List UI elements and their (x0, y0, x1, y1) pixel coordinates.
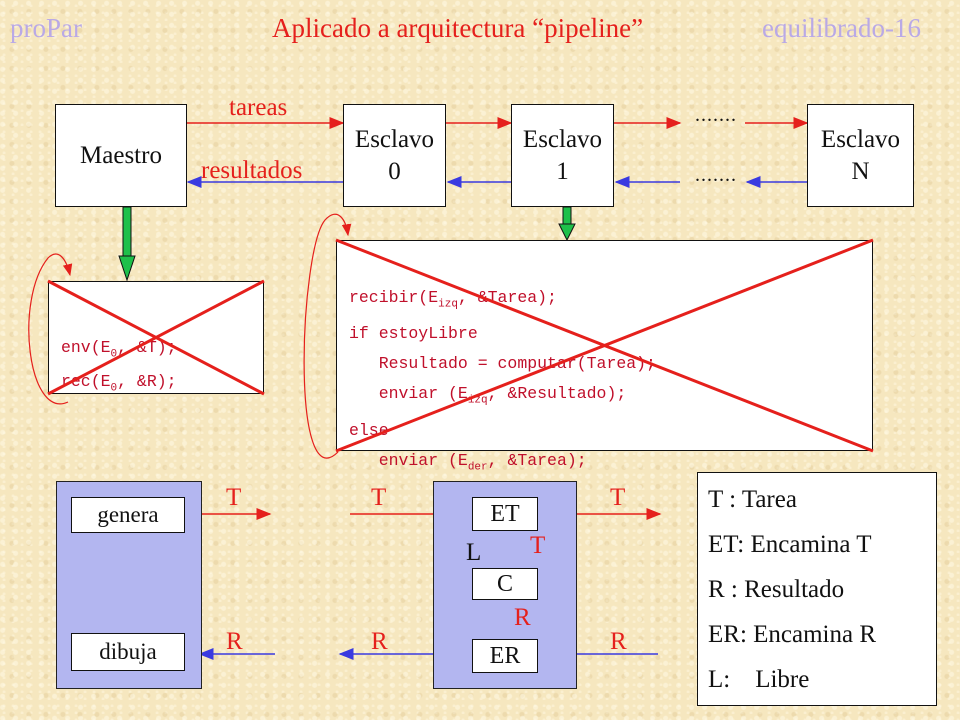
cross-big-b (335, 238, 874, 453)
et-box: ET (472, 497, 538, 531)
header-center-title: Aplicado a arquitectura “pipeline” (272, 13, 644, 43)
loop-small (28, 253, 73, 405)
esclavo-n-box: Esclavo N (807, 104, 914, 207)
label-L: L (466, 539, 482, 566)
esclavo-1-label: Esclavo (522, 125, 603, 153)
genera-box: genera (71, 497, 185, 533)
et-label: ET (490, 500, 520, 527)
c-box: C (472, 568, 538, 600)
maestro-label: Maestro (80, 141, 162, 169)
esclavo-0-label: Esclavo (354, 125, 435, 153)
code-line-computar: Resultado = computar(Tarea); (349, 354, 656, 374)
label-R-inner: R (514, 604, 531, 631)
tareas-label: tareas (229, 94, 288, 121)
label-R-in: R (610, 628, 627, 655)
legend-item-r: R : Resultado (708, 576, 845, 603)
er-label: ER (489, 642, 521, 669)
loop-big (303, 213, 352, 459)
maestro-box: Maestro (55, 104, 187, 207)
label-T-in: T (371, 484, 387, 511)
cross-small-b (47, 279, 265, 396)
esclavo-0-box: Esclavo 0 (343, 104, 446, 207)
esclavo-n-label: Esclavo (820, 125, 901, 153)
label-T-genera: T (226, 484, 242, 511)
green-arrow-maestro (118, 206, 136, 282)
dibuja-label: dibuja (99, 639, 157, 664)
er-box: ER (472, 639, 538, 673)
legend-item-t: T : Tarea (708, 486, 797, 513)
code-line-if: if estoyLibre (349, 324, 478, 344)
dots-bottom: ....... (695, 164, 737, 186)
esclavo-0-index: 0 (388, 157, 401, 185)
resultados-label: resultados (201, 157, 303, 184)
esclavo-1-index: 1 (556, 157, 569, 185)
legend-item-er: ER: Encamina R (708, 621, 877, 648)
label-R-out: R (371, 628, 388, 655)
label-T-inner: T (530, 532, 546, 559)
green-arrow-esclavo1 (558, 206, 576, 242)
c-label: C (496, 570, 513, 597)
header-right-title: equilibrado-16 (762, 13, 921, 43)
header-left-title: proPar (10, 13, 82, 43)
esclavo-1-box: Esclavo 1 (511, 104, 614, 207)
label-T-out: T (610, 484, 626, 511)
dots-top: ....... (695, 104, 737, 126)
label-R-dibuja: R (226, 628, 243, 655)
legend-box: T : Tarea ET: Encamina T R : Resultado E… (697, 472, 937, 706)
code-line-enviar-der: enviar (Eder, &Tarea); (349, 450, 587, 473)
code-line-enviar-izq: enviar (Eizq, &Resultado); (349, 384, 627, 407)
code-line-rec: rec(E0, &R); (61, 372, 177, 395)
legend-item-l: L: Libre (708, 666, 810, 693)
esclavo-n-index: N (851, 157, 870, 185)
dibuja-box: dibuja (71, 633, 185, 671)
legend-item-et: ET: Encamina T (708, 531, 872, 558)
genera-label: genera (97, 502, 159, 527)
